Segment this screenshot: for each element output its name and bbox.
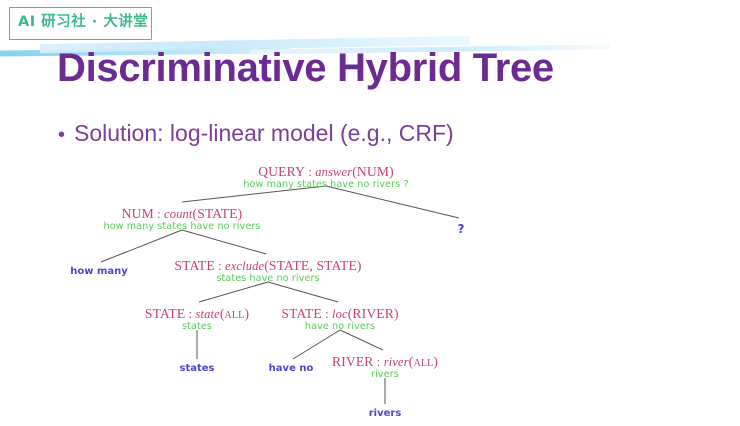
node-label: NUM : count(STATE)	[104, 206, 261, 221]
tree-leaf-how-many: how many	[70, 266, 128, 277]
node-label: STATE : state(all)	[145, 306, 249, 321]
tree-edge	[181, 229, 267, 255]
node-label-function: answer	[315, 165, 353, 179]
node-label-sep: :	[321, 307, 333, 321]
node-label-function: exclude	[225, 259, 265, 273]
node-label-sep: :	[214, 259, 226, 273]
node-label-sep: :	[153, 207, 165, 221]
node-label-head: RIVER	[331, 354, 374, 369]
node-label-head: STATE	[281, 306, 322, 321]
node-label: RIVER : river(all)	[332, 354, 438, 369]
node-label-args: (STATE)	[192, 206, 243, 221]
node-phrase: states	[182, 321, 212, 333]
tree-node-query: QUERY : answer(NUM)how many states have …	[243, 164, 408, 191]
tree-node-state-exclude: STATE : exclude(STATE, STATE)states have…	[174, 258, 361, 285]
tree-edge	[339, 329, 384, 351]
node-label-head: NUM	[121, 206, 154, 221]
node-label-sep: :	[305, 165, 316, 179]
tree-question-mark: ?	[457, 222, 465, 236]
tree-node-state-loc: STATE : loc(RIVER)have no rivers	[281, 306, 398, 333]
node-label-args: (RIVER)	[347, 306, 399, 321]
node-label-function: count	[164, 207, 193, 221]
tree-edges	[100, 185, 460, 404]
node-label-function: river	[383, 355, 409, 369]
tree-leaf-rivers: rivers	[368, 408, 402, 419]
node-label-args: (NUM)	[352, 164, 394, 179]
node-phrase: how many states have no rivers ?	[243, 179, 409, 191]
node-label-function: loc	[332, 307, 348, 321]
tree-node-river-river: RIVER : river(all)rivers	[332, 354, 438, 381]
node-label-args: (STATE, STATE)	[264, 258, 362, 273]
page-title: Discriminative Hybrid Tree	[57, 46, 554, 90]
tree-edge	[100, 229, 183, 263]
tree-edge	[198, 281, 269, 303]
bullet-item: • Solution: log-linear model (e.g., CRF)	[58, 120, 454, 147]
tree-node-num-count: NUM : count(STATE)how many states have n…	[104, 206, 261, 233]
node-phrase: have no rivers	[304, 321, 376, 333]
node-label-sep: :	[373, 355, 384, 369]
tree-leaf-states: states	[179, 363, 215, 374]
bullet-text: Solution: log-linear model (e.g., CRF)	[74, 120, 454, 146]
node-label-args: (all)	[219, 306, 250, 321]
bullet-marker-icon: •	[58, 124, 66, 146]
node-label-head: STATE	[144, 306, 186, 321]
tree-leaf-have-no: have no	[268, 363, 314, 374]
node-label: STATE : exclude(STATE, STATE)	[174, 258, 361, 273]
hybrid-tree-figure: QUERY : answer(NUM)how many states have …	[0, 158, 740, 426]
tree-edge	[292, 329, 341, 360]
node-phrase: states have no rivers	[216, 273, 320, 285]
node-label-sep: :	[185, 307, 196, 321]
node-phrase: how many states have no rivers	[103, 221, 261, 233]
node-label-head: QUERY	[258, 164, 306, 179]
tree-node-state-state: STATE : state(all)states	[145, 306, 249, 333]
node-label: STATE : loc(RIVER)	[281, 306, 398, 321]
tree-edge	[267, 281, 339, 303]
node-label-head: STATE	[174, 258, 215, 273]
tree-edge	[181, 185, 327, 203]
tree-edge	[325, 185, 460, 219]
node-label: QUERY : answer(NUM)	[243, 164, 408, 179]
node-label-function: state	[195, 307, 220, 321]
logo-label: AI 研习社 · 大讲堂	[18, 14, 149, 30]
logo-box	[9, 7, 152, 40]
node-label-args: (all)	[408, 354, 439, 369]
node-phrase: rivers	[371, 369, 399, 381]
